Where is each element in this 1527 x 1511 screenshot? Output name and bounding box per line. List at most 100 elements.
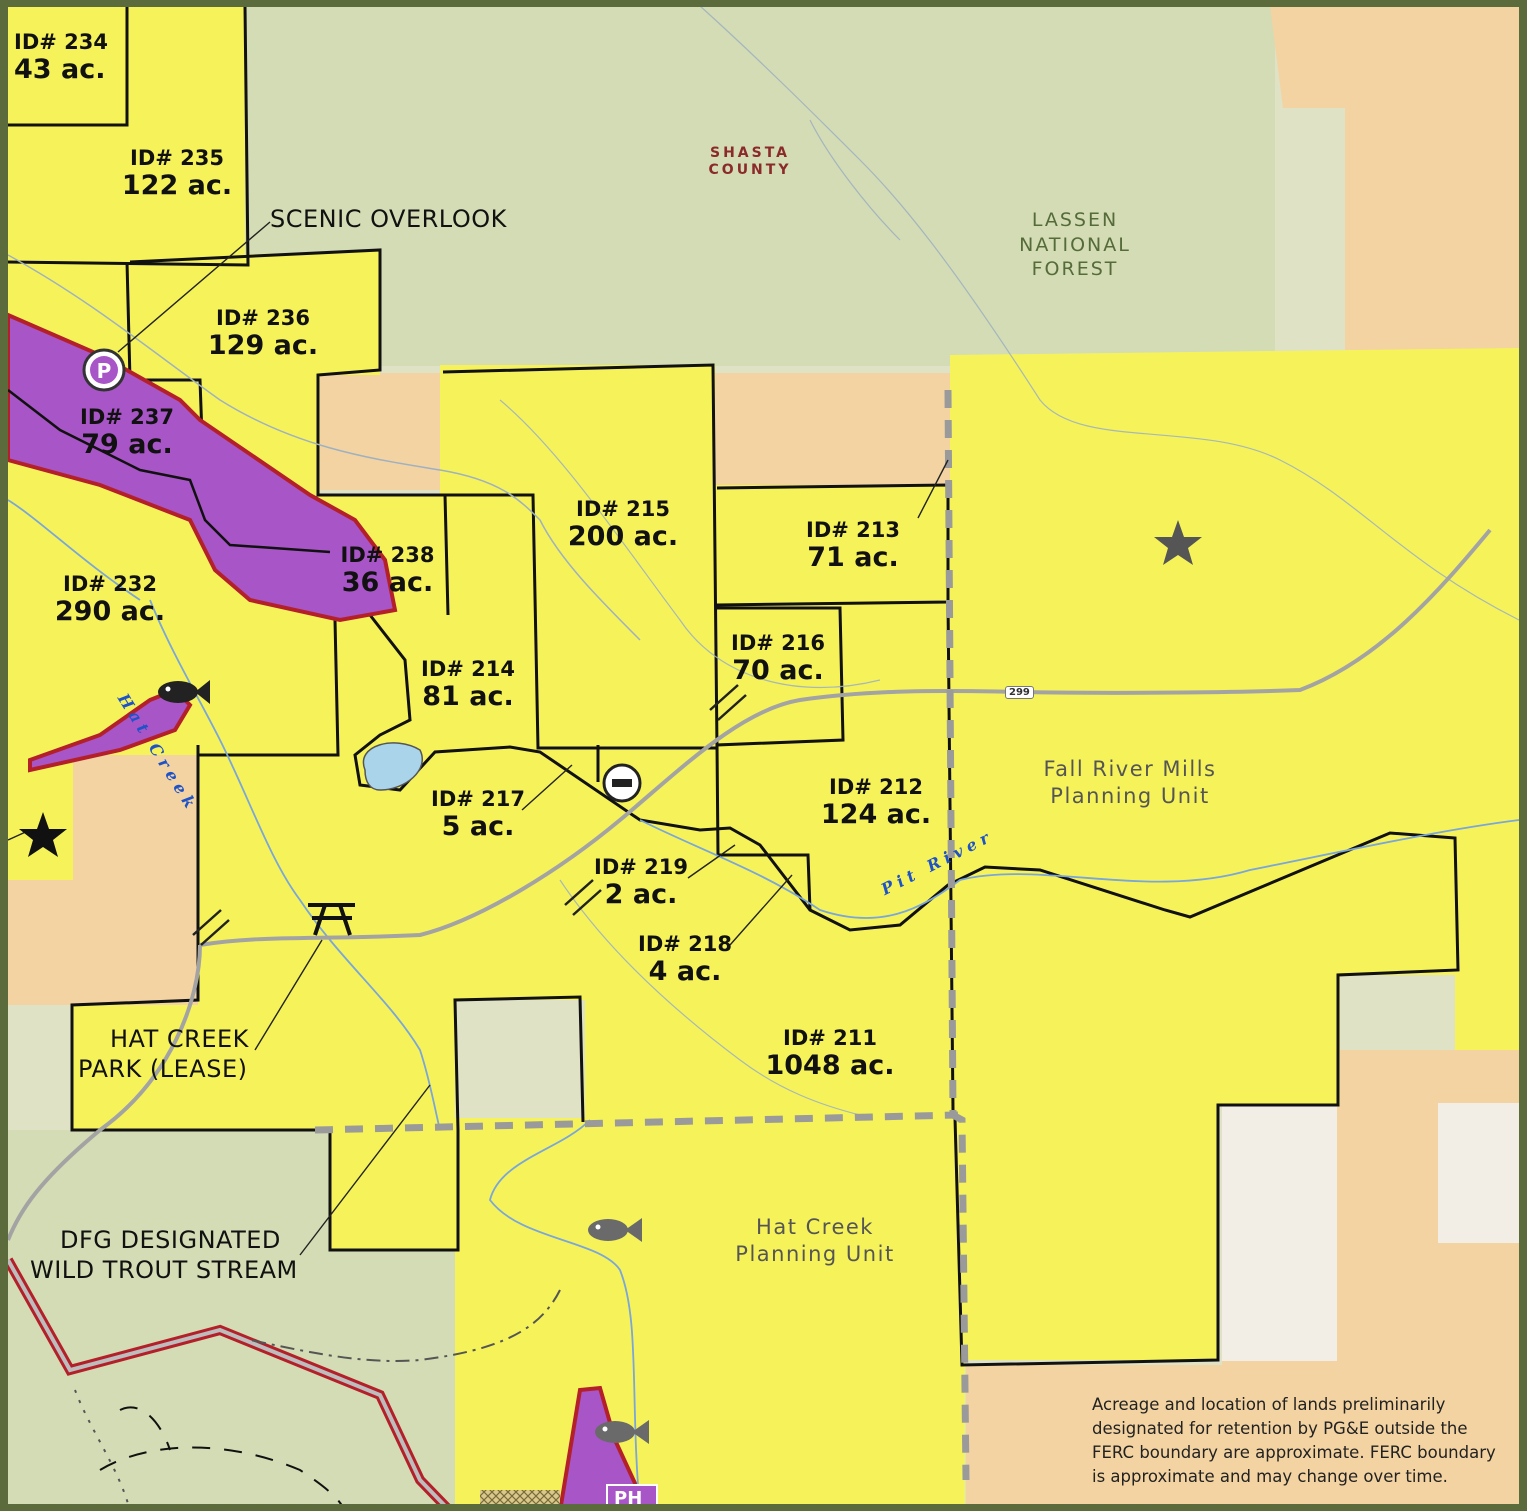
retention-land <box>715 485 950 605</box>
private-land <box>1270 6 1519 350</box>
leader-lines <box>7 221 949 1256</box>
parcel-acres: 70 ac. <box>732 655 824 687</box>
special-area <box>557 1385 649 1511</box>
hat-creek-park-label: HAT CREEK PARK (LEASE) <box>78 1024 249 1084</box>
retention-land <box>950 348 1519 1360</box>
parcel-id: ID# 218 <box>638 932 732 956</box>
forest-line1: LASSEN <box>1031 209 1119 231</box>
trail <box>74 1389 131 1511</box>
parcel-acres: 1048 ac. <box>765 1050 895 1082</box>
parcel-acres: 81 ac. <box>422 681 514 713</box>
park-label-line1: HAT CREEK <box>110 1025 249 1053</box>
parcel-acres: 36 ac. <box>341 567 434 599</box>
parcel-id: ID# 214 <box>421 657 515 681</box>
trail <box>119 1406 171 1451</box>
private-land <box>966 1365 1519 1511</box>
parcel-acres: 200 ac. <box>567 521 679 553</box>
county-label: SHASTA COUNTY <box>700 145 800 179</box>
ferc-boundary <box>314 389 970 1481</box>
parcel-id: ID# 234 <box>14 30 108 54</box>
contours <box>499 5 1520 1116</box>
trail <box>99 1446 346 1511</box>
parcel-id: ID# 235 <box>130 146 224 170</box>
fish-icon[interactable] <box>595 1420 649 1444</box>
hat-creek-line1: Hat Creek <box>756 1215 874 1239</box>
parcel-acres: 43 ac. <box>14 54 106 86</box>
parcel-acres: 2 ac. <box>604 879 678 911</box>
fall-river-planning-unit-label: Fall River Mills Planning Unit <box>1020 756 1240 811</box>
parcel-id: ID# 211 <box>783 1026 877 1050</box>
parcel-id: ID# 237 <box>80 405 174 429</box>
parcel-acres: 124 ac. <box>820 799 932 831</box>
parcel-boundaries <box>7 389 331 554</box>
parking-icon[interactable]: P <box>82 348 126 392</box>
retention-land <box>330 1118 460 1250</box>
roads <box>6 528 1492 1241</box>
parcel-acres: 5 ac. <box>441 811 515 843</box>
fall-river-line1: Fall River Mills <box>1043 757 1217 781</box>
unassigned-land <box>1438 1103 1519 1243</box>
route-shield: 299 <box>1005 686 1034 699</box>
streams <box>7 499 1520 1511</box>
scenic-overlook-label: SCENIC OVERLOOK <box>270 205 507 233</box>
parcel-id: ID# 212 <box>829 775 923 799</box>
star-icon <box>1154 520 1202 565</box>
county-line1: SHASTA <box>709 145 790 161</box>
parcel-id: ID# 213 <box>806 518 900 542</box>
no-entry-icon[interactable] <box>602 763 642 803</box>
parking-letter: P <box>97 359 112 383</box>
forest-line2: NATIONAL <box>1019 233 1131 256</box>
retention-land <box>8 750 73 880</box>
park-label-line2: PARK (LEASE) <box>78 1055 248 1083</box>
parcel-id: ID# 216 <box>731 631 825 655</box>
parcel-id: ID# 215 <box>576 497 670 521</box>
special-area <box>28 687 193 773</box>
bridge-icon <box>192 684 747 946</box>
trout-label-line1: DFG DESIGNATED <box>60 1226 281 1254</box>
parcel-id: ID# 217 <box>431 787 525 811</box>
parcel-id: ID# 232 <box>63 572 157 596</box>
parcel-id: ID# 236 <box>216 306 310 330</box>
wild-trout-stream-label: DFG DESIGNATED WILD TROUT STREAM <box>30 1225 298 1285</box>
fish-icon[interactable] <box>588 1218 642 1242</box>
hat-creek-planning-unit-label: Hat Creek Planning Unit <box>710 1214 920 1269</box>
unassigned-land <box>1222 1103 1337 1361</box>
county-line2: COUNTY <box>708 161 792 178</box>
forest-line3: FOREST <box>1031 258 1119 281</box>
parcel-acres: 4 ac. <box>648 956 722 988</box>
trout-label-line2: WILD TROUT STREAM <box>30 1256 298 1284</box>
retention-land <box>455 1118 965 1511</box>
powerhouse-label: PH <box>614 1488 643 1509</box>
fall-river-line2: Planning Unit <box>1050 784 1210 809</box>
picnic-icon <box>308 903 355 936</box>
disclaimer-note: Acreage and location of lands preliminar… <box>1092 1395 1496 1486</box>
retention-land <box>72 495 955 1130</box>
parcel-acres: 129 ac. <box>207 330 319 362</box>
parcel-acres: 122 ac. <box>121 170 233 202</box>
parcel-id: ID# 238 <box>340 543 435 567</box>
parcel-acres: 290 ac. <box>54 596 166 628</box>
fish-icon[interactable] <box>158 680 210 704</box>
parcel-acres: 79 ac. <box>81 429 173 461</box>
hat-creek-line2: Planning Unit <box>735 1242 895 1267</box>
project-boundary <box>6 1259 452 1511</box>
national-forest-label: LASSEN NATIONAL FOREST <box>1000 208 1150 282</box>
parcel-id: ID# 219 <box>594 855 688 879</box>
